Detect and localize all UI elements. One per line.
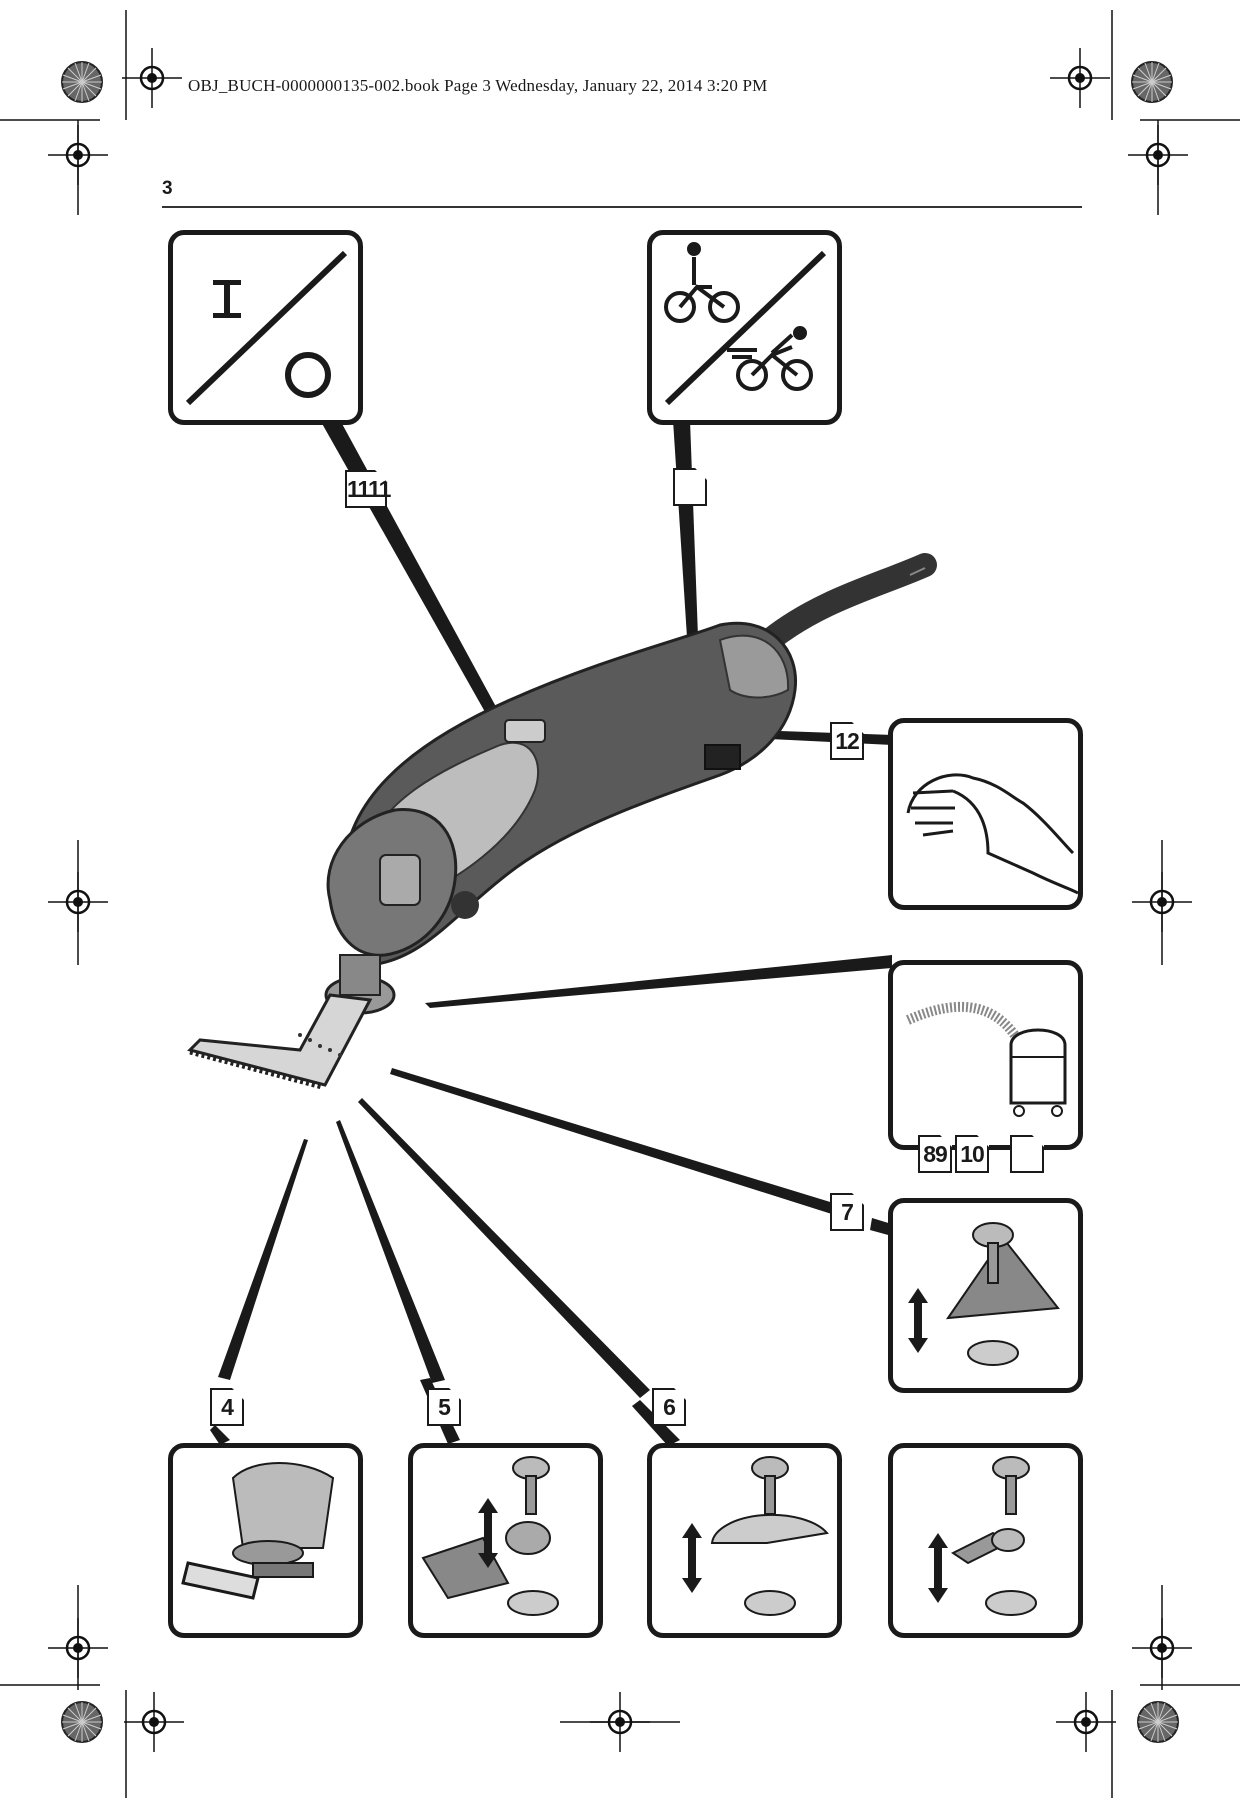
leader-lines <box>210 420 895 1446</box>
cyclist-speed-icon <box>664 242 827 406</box>
clamping-screw-icon <box>908 1222 1060 1366</box>
callout-tag-4: 4 <box>210 1388 244 1426</box>
panel-dust-extraction <box>888 960 1083 1150</box>
callout-tag-blank <box>673 468 707 506</box>
callout-tag-6: 6 <box>652 1388 686 1426</box>
panel-figure-6 <box>647 1443 842 1638</box>
callout-tag-7: 7 <box>830 1193 864 1231</box>
panel-figure-5 <box>408 1443 603 1638</box>
panel-figure-4 <box>168 1443 363 1638</box>
callout-tag-12: 12 <box>830 722 864 760</box>
header-rule <box>162 206 1082 208</box>
panel-hand-grip <box>888 718 1083 910</box>
callout-tag-blank <box>1010 1135 1044 1173</box>
panel-figure-7 <box>888 1198 1083 1393</box>
callout-tag-8-9: 89 <box>918 1135 952 1173</box>
clamping-screw-icon <box>421 1456 559 1616</box>
tool-head-icon <box>181 1462 335 1600</box>
callout-tag-11: 1111 <box>345 470 391 508</box>
panel-speed <box>647 230 842 425</box>
vacuum-extractor-icon <box>905 1001 1067 1117</box>
panel-on-off <box>168 230 363 425</box>
on-off-switch-icon <box>185 250 348 406</box>
hand-grip-icon <box>906 773 1079 895</box>
panel-figure-accessory <box>888 1443 1083 1638</box>
clamping-screw-icon <box>682 1456 829 1616</box>
clamping-screw-icon <box>928 1456 1037 1616</box>
print-header-line: OBJ_BUCH-0000000135-002.book Page 3 Wedn… <box>188 76 768 95</box>
page-number: 3 <box>162 178 173 199</box>
callout-tag-5: 5 <box>427 1388 461 1426</box>
callout-tag-10: 10 <box>955 1135 989 1173</box>
